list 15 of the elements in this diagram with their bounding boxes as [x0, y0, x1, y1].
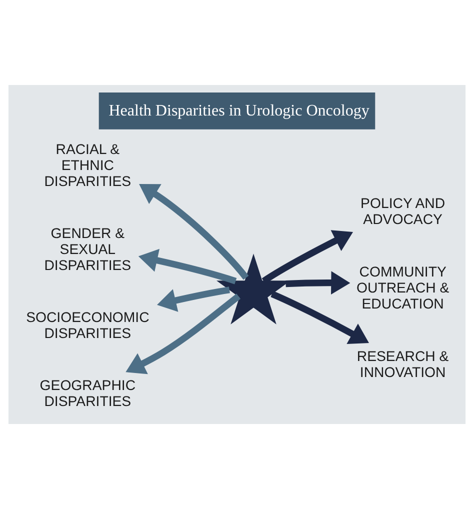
node-text: POLICY AND ADVOCACY — [360, 194, 446, 227]
arrow — [126, 293, 241, 374]
node-text: COMMUNITY OUTREACH & EDUCATION — [356, 262, 450, 311]
arrow — [157, 286, 230, 312]
arrow — [286, 270, 350, 294]
node-text: SOCIOECONOMIC DISPARITIES — [26, 308, 150, 341]
arrow — [262, 230, 354, 284]
diagram-title: Health Disparities in Urologic Oncology — [108, 102, 370, 119]
arrow — [138, 248, 237, 284]
arrow — [270, 290, 369, 344]
node-text: RACIAL & ETHNIC DISPARITIES — [44, 140, 132, 188]
node-text: GENDER & SEXUAL DISPARITIES — [44, 224, 132, 272]
node-text: GEOGRAPHIC DISPARITIES — [40, 376, 136, 409]
arrow — [139, 184, 249, 280]
node-text: RESEARCH & INNOVATION — [356, 347, 449, 380]
